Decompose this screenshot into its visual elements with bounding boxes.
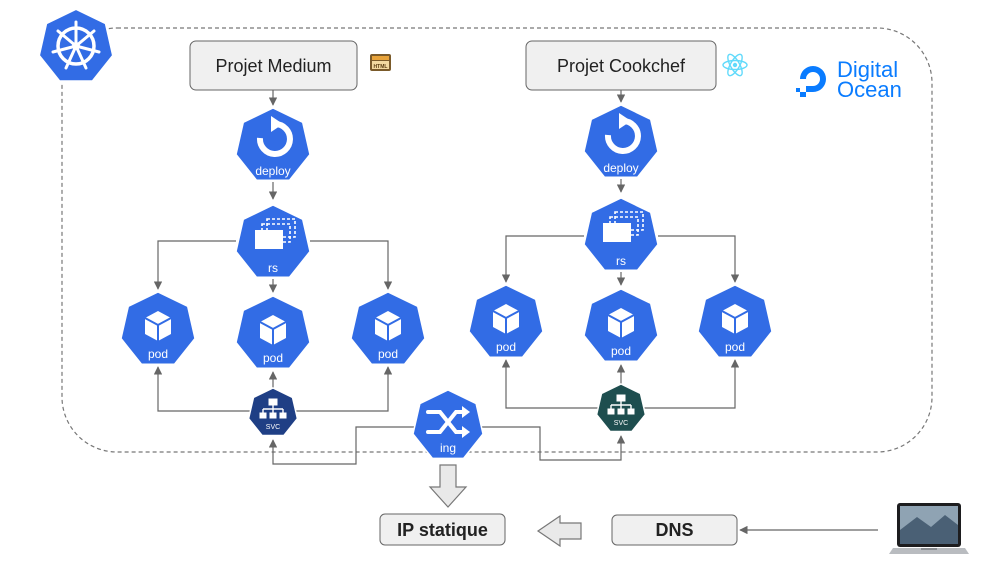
rs-node-cookchef: rs	[583, 197, 659, 271]
deploy-node-medium: deploy	[235, 107, 311, 181]
deploy-node-cookchef: deploy	[583, 104, 659, 178]
ing-label: ing	[440, 441, 456, 455]
network-tree-icon	[607, 394, 635, 415]
digitalocean-line2: Ocean	[837, 77, 902, 102]
project-cookchef-box: Projet Cookchef	[525, 40, 717, 91]
kubernetes-helm-icon	[37, 7, 115, 83]
ingress-node: ing	[412, 389, 484, 460]
pod-label: pod	[496, 340, 516, 354]
html-badge-label: HTML	[374, 64, 388, 70]
refresh-icon	[604, 118, 641, 154]
network-tree-icon	[259, 398, 287, 419]
rs-label: rs	[616, 254, 626, 268]
deploy-label: deploy	[603, 161, 638, 175]
pod-label: pod	[611, 344, 631, 358]
deploy-label: deploy	[255, 164, 290, 178]
project-cookchef-title: Projet Cookchef	[557, 56, 686, 76]
replicaset-icon	[603, 211, 644, 242]
svc-label: SVC	[614, 420, 628, 427]
project-medium-box: Projet Medium	[189, 40, 358, 91]
pod-node-medium-1: pod	[120, 291, 196, 365]
dns-box: DNS	[611, 514, 738, 546]
svc-node-medium: SVC	[247, 387, 299, 437]
digitalocean-logo: Digital Ocean	[796, 57, 902, 102]
left-arrow-icon	[536, 514, 582, 548]
refresh-icon	[256, 121, 293, 157]
svc-label: SVC	[266, 424, 280, 431]
svc-node-cookchef: SVC	[595, 383, 647, 433]
pod-node-medium-2: pod	[235, 295, 311, 369]
pod-node-cookchef-1: pod	[468, 284, 544, 358]
cluster-boundary	[61, 27, 933, 453]
rs-node-medium: rs	[235, 204, 311, 278]
down-arrow-icon	[428, 464, 468, 508]
dns-label: DNS	[655, 520, 693, 540]
digitalocean-line1: Digital	[837, 57, 898, 82]
ip-static-box: IP statique	[379, 513, 506, 546]
pod-label: pod	[263, 351, 283, 365]
laptop-icon	[889, 503, 969, 554]
html-file-icon: HTML	[370, 54, 391, 71]
pod-node-medium-3: pod	[350, 291, 426, 365]
digitalocean-mark-icon	[796, 66, 826, 97]
pod-node-cookchef-2: pod	[583, 288, 659, 362]
shuffle-icon	[426, 410, 466, 434]
pod-label: pod	[148, 347, 168, 361]
project-medium-title: Projet Medium	[215, 56, 331, 76]
pod-node-cookchef-3: pod	[697, 284, 773, 358]
pod-label: pod	[378, 347, 398, 361]
react-atom-icon	[722, 53, 748, 77]
replicaset-icon	[255, 218, 296, 249]
ip-static-label: IP statique	[397, 520, 488, 540]
rs-label: rs	[268, 261, 278, 275]
pod-label: pod	[725, 340, 745, 354]
